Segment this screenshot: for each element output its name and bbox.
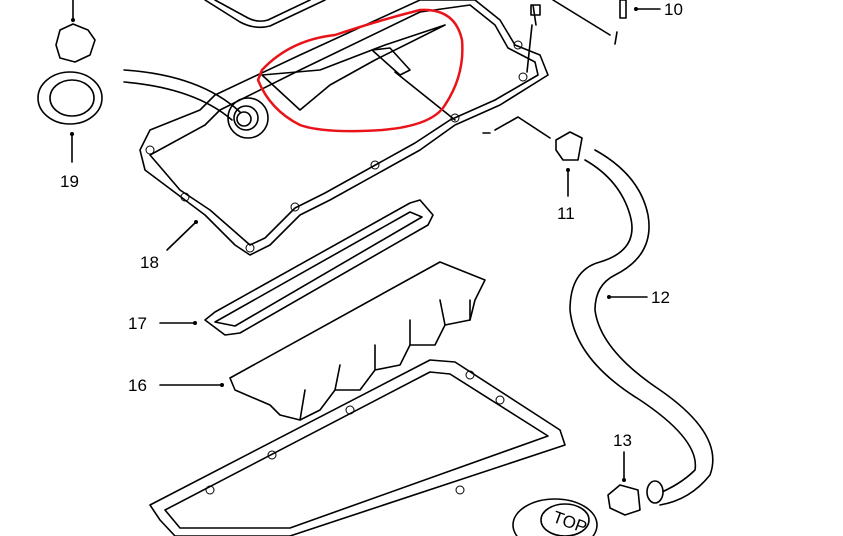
hose-clamp-part-13: 13 — [607, 431, 641, 516]
callout-16: 16 — [128, 376, 147, 395]
baffle-plate-part-16: 16 — [128, 261, 486, 421]
callout-18: 18 — [140, 253, 159, 272]
valve-cover-part-18 — [123, 0, 549, 256]
lower-gasket — [149, 359, 566, 536]
callout-17: 17 — [128, 314, 147, 333]
highlight-outline — [256, 8, 464, 133]
callout-13: 13 — [613, 431, 632, 450]
callout-10: 10 — [664, 0, 683, 19]
gasket-part-17: 17 — [128, 199, 434, 336]
callout-11: 11 — [557, 204, 575, 223]
oil-cap: TOP — [512, 498, 598, 536]
callout-19: 19 — [60, 172, 79, 191]
filler-cap-part-19: 19 — [37, 0, 103, 191]
hose-clamp-part-11: 11 — [482, 116, 583, 223]
bolt-part-10: 10 — [526, 0, 683, 73]
engine-cover-fragment — [204, 0, 326, 29]
hose-part-12: 12 — [569, 149, 714, 506]
callout-12: 12 — [651, 288, 670, 307]
